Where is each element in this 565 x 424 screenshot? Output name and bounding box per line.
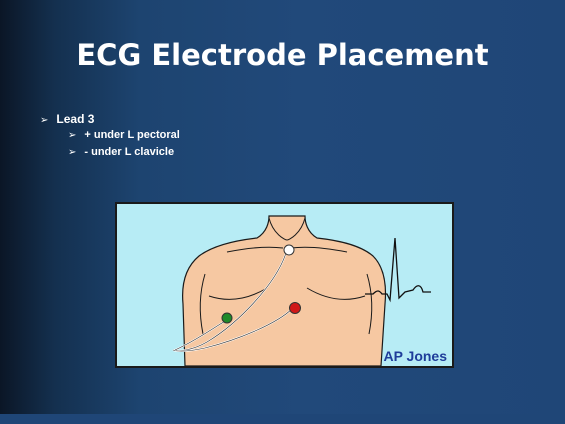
bullet-label: Lead 3 [56, 112, 94, 126]
green-electrode [222, 313, 232, 323]
red-electrode [290, 303, 301, 314]
sub-bullet-negative: ➢ - under L clavicle [68, 146, 174, 158]
torso-illustration [183, 216, 386, 366]
image-credit: AP Jones [383, 348, 447, 364]
bullet-arrow-icon: ➢ [40, 115, 48, 126]
sub-bullet-label: + under L pectoral [84, 129, 179, 141]
bullet-arrow-icon: ➢ [68, 130, 76, 141]
sub-bullet-positive: ➢ + under L pectoral [68, 129, 180, 141]
slide-title: ECG Electrode Placement [0, 38, 565, 72]
bullet-arrow-icon: ➢ [68, 147, 76, 158]
torso-illustration [117, 204, 452, 366]
electrode-diagram: AP Jones [115, 202, 454, 368]
sub-bullet-label: - under L clavicle [84, 146, 174, 158]
bullet-lead-3: ➢ Lead 3 [40, 112, 94, 126]
slide-footer [0, 414, 565, 424]
white-electrode [284, 245, 294, 255]
